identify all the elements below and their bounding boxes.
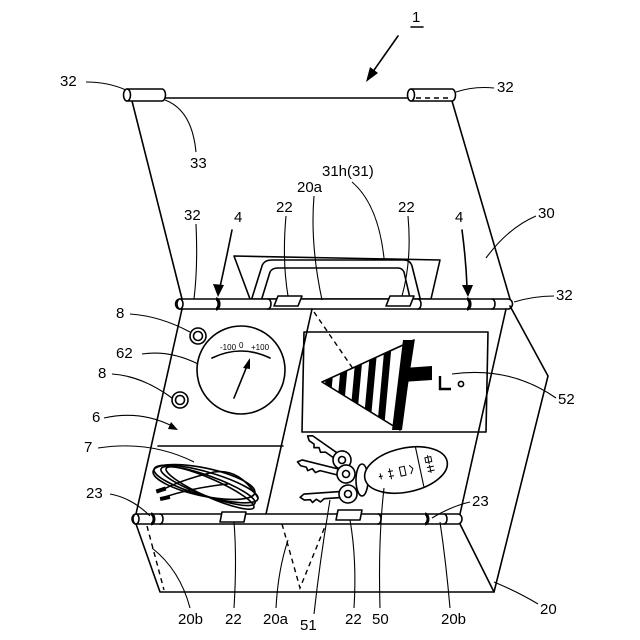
label-lid-rod-left: 32: [60, 73, 77, 90]
label-stopper-right: 23: [472, 493, 489, 510]
label-keys: 51: [300, 617, 317, 634]
label-key-tag: 50: [372, 611, 389, 628]
label-front-wall-top: 20a: [297, 179, 323, 196]
tab-bottom-right: [336, 510, 362, 520]
label-front-wall-bottom: 20a: [263, 611, 289, 628]
meter-dial: [197, 326, 285, 414]
label-meter: 62: [116, 345, 133, 362]
tab-bottom-left: [220, 512, 246, 522]
meter-scale-max: +100: [251, 343, 270, 352]
meter: -100 0 +100: [197, 326, 285, 414]
label-hinge-rod-left: 32: [184, 207, 201, 224]
label-box: 20: [540, 601, 557, 618]
label-tab-top-right: 22: [398, 199, 415, 216]
label-hinge-left: 4: [234, 209, 242, 226]
label-rod-end: 33: [190, 155, 207, 172]
tab-top-right: [386, 296, 414, 306]
figure-number: 1: [412, 9, 420, 26]
meter-scale-min: -100: [220, 343, 237, 352]
label-tab-top-left: 22: [276, 199, 293, 216]
knob-lower: [172, 392, 188, 408]
label-lid: 30: [538, 205, 555, 222]
label-tab-bottom-right: 22: [345, 611, 362, 628]
label-handle: 31h(31): [322, 163, 374, 180]
label-hinge-rod-right: 32: [556, 287, 573, 304]
label-tab-bottom-left: 22: [225, 611, 242, 628]
label-cable: 7: [84, 439, 92, 456]
label-knob-upper: 8: [116, 305, 124, 322]
knob-upper: [190, 328, 206, 344]
label-side-wall-left: 20b: [178, 611, 203, 628]
sticker-cross-bar: [402, 366, 432, 382]
lid-rod-left: [124, 89, 166, 101]
lid-rod-right: [408, 89, 456, 101]
label-hinge-right: 4: [455, 209, 463, 226]
tab-top-left: [274, 296, 302, 306]
label-stopper-left: 23: [86, 485, 103, 502]
meter-scale-mid: 0: [239, 341, 244, 350]
handle: [234, 256, 440, 299]
label-knob-lower: 8: [98, 365, 106, 382]
label-sticker: 52: [558, 391, 575, 408]
label-side-wall-right: 20b: [441, 611, 466, 628]
label-lid-rod-right: 32: [497, 79, 514, 96]
label-compartment: 6: [92, 409, 100, 426]
